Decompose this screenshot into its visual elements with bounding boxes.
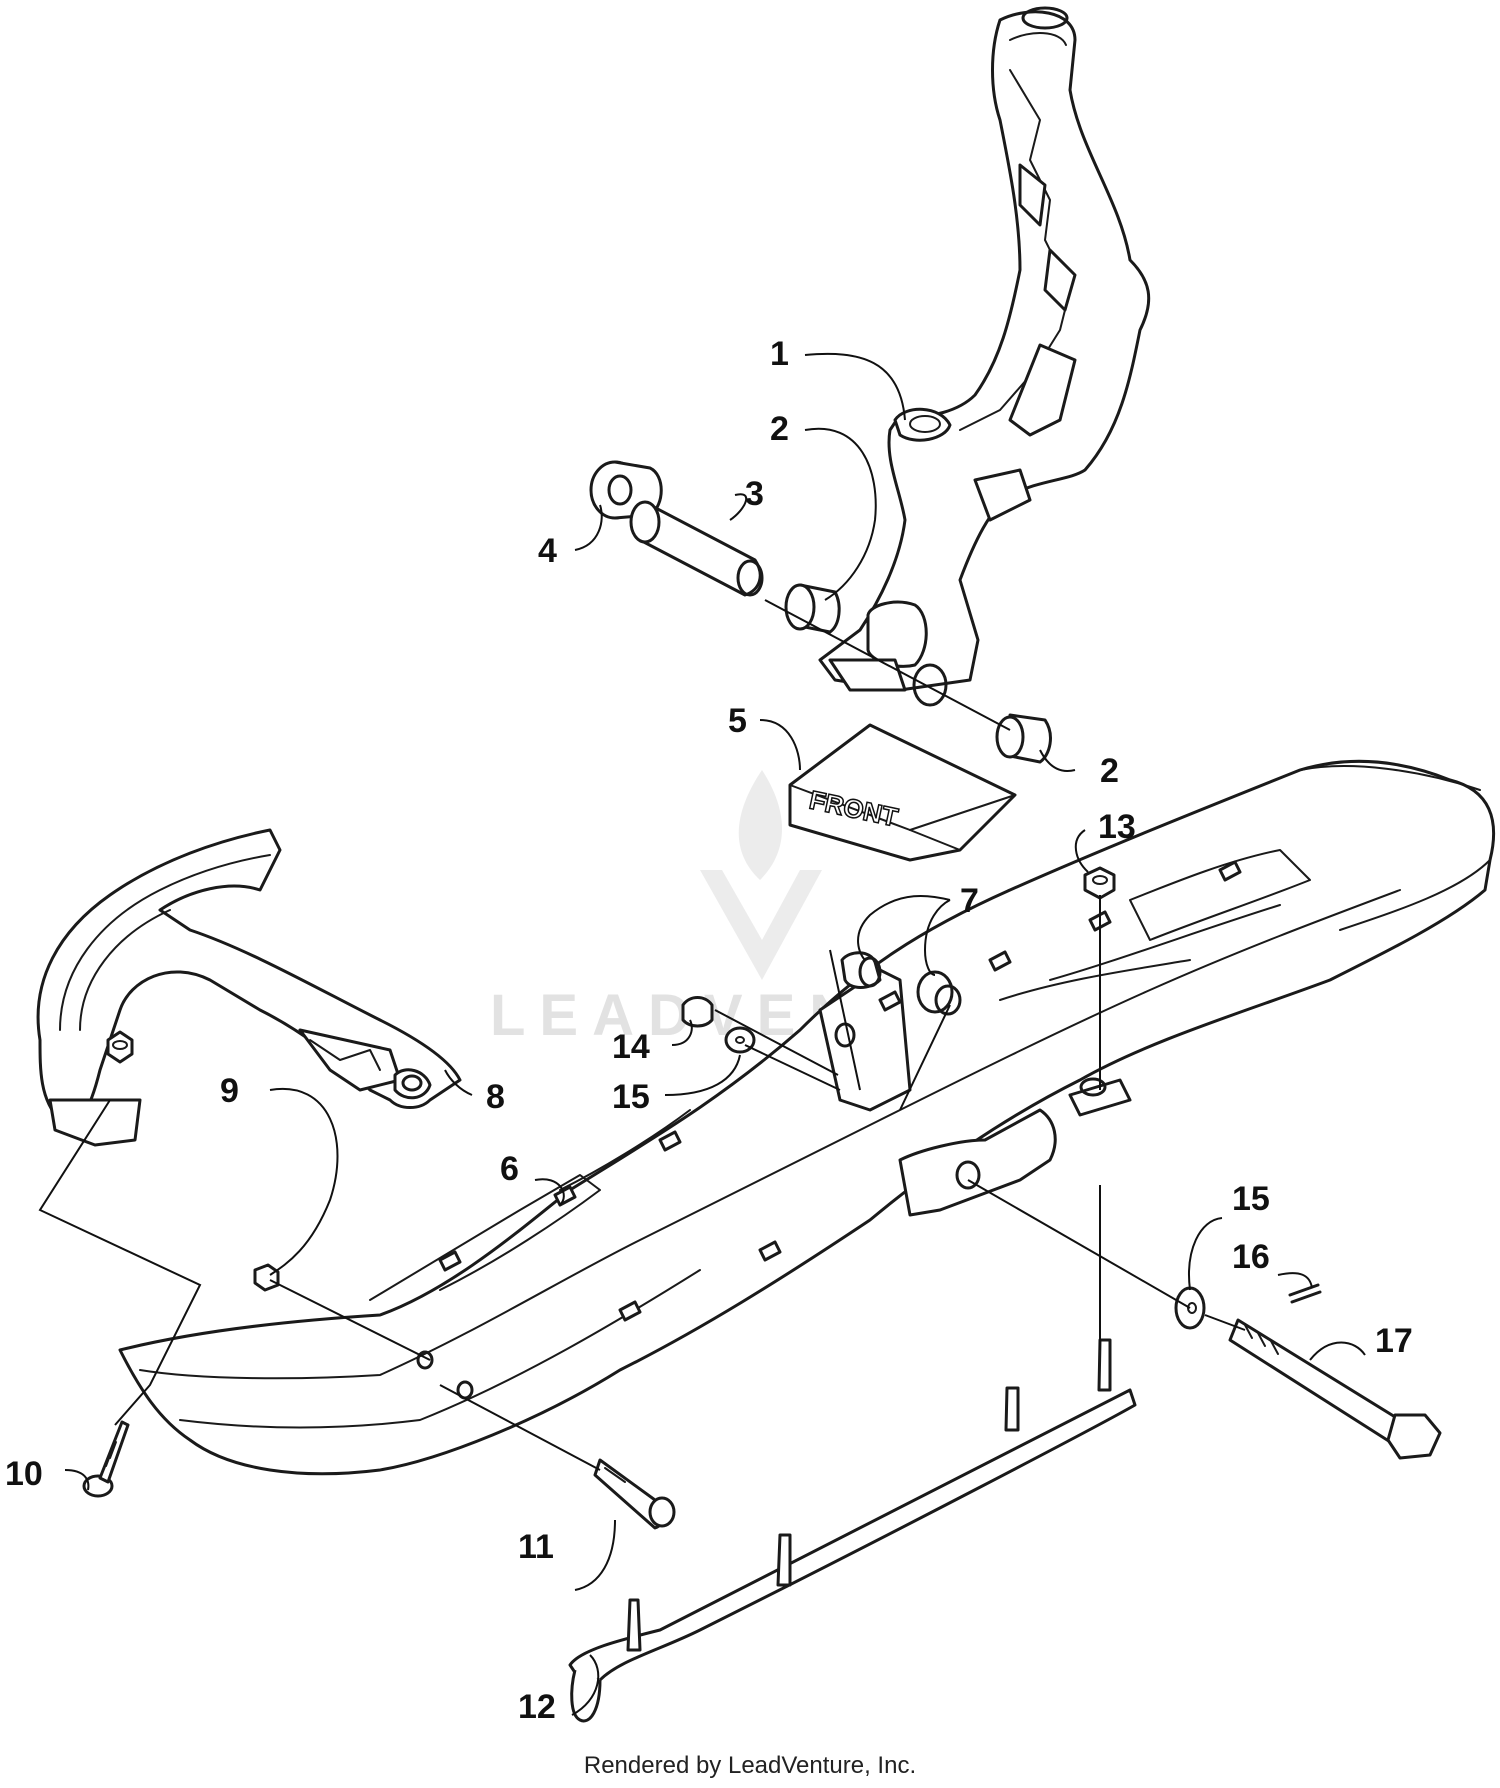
part-bolt-11 <box>593 1458 676 1530</box>
part-nut-9-side <box>253 1263 280 1292</box>
callout-13: 13 <box>1098 808 1136 846</box>
part-nut-13 <box>1083 866 1116 900</box>
callout-10: 10 <box>5 1455 43 1493</box>
callout-6: 6 <box>500 1150 519 1188</box>
assembly-lines <box>38 895 1246 1471</box>
callout-11: 11 <box>518 1528 554 1566</box>
part-nut-9-top <box>106 1030 134 1064</box>
part-bushing-7-left <box>840 951 882 989</box>
part-sleeve-3 <box>629 500 764 597</box>
part-washer-15-left <box>724 1026 756 1054</box>
callout-12: 12 <box>518 1688 556 1726</box>
part-ski <box>118 759 1496 1476</box>
callout-15-right: 15 <box>1232 1180 1270 1218</box>
part-bushing-2-upper <box>784 583 841 634</box>
footer-credit: Rendered by LeadVenture, Inc. <box>583 1752 917 1779</box>
part-front-block: FRONT <box>788 723 1017 862</box>
callout-2-upper: 2 <box>770 410 789 448</box>
axle-line <box>764 599 1011 731</box>
callout-7: 7 <box>960 882 979 920</box>
callout-5: 5 <box>728 702 747 740</box>
part-cotter-pin-16 <box>1288 1283 1322 1304</box>
callout-3: 3 <box>745 475 764 513</box>
part-spindle <box>818 6 1151 707</box>
callout-17: 17 <box>1375 1322 1413 1360</box>
callout-numbers: 1 2 3 4 2 5 13 7 14 15 9 8 6 15 16 17 10… <box>5 335 1413 1726</box>
part-nut-14 <box>681 996 714 1028</box>
callout-8: 8 <box>486 1078 505 1116</box>
part-wear-bar <box>568 1338 1137 1723</box>
callout-4: 4 <box>538 532 557 570</box>
part-bushing-7-right <box>916 970 962 1016</box>
callout-1: 1 <box>770 335 789 373</box>
part-ski-loop <box>36 828 462 1147</box>
callout-15-left: 15 <box>612 1078 650 1116</box>
part-bolt-17 <box>1228 1318 1442 1460</box>
callout-2-lower: 2 <box>1100 752 1119 790</box>
callout-leaders <box>64 352 1366 1716</box>
callout-16: 16 <box>1232 1238 1270 1276</box>
callout-9: 9 <box>220 1072 239 1110</box>
part-bolt-10 <box>82 1420 130 1498</box>
callout-14: 14 <box>612 1028 650 1066</box>
